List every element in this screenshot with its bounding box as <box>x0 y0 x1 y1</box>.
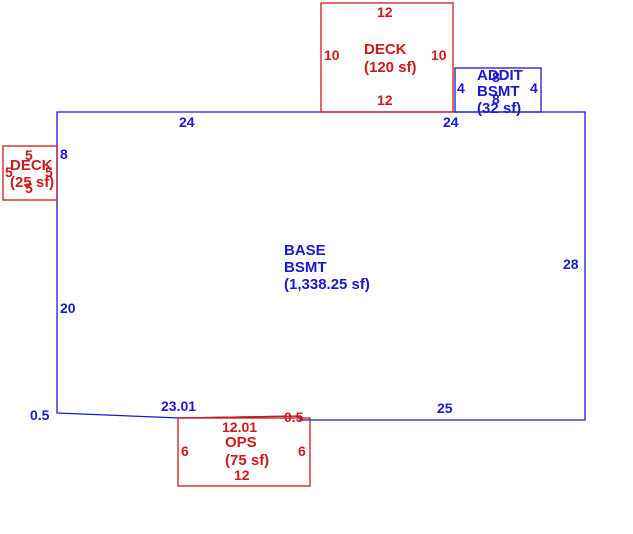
ops-dim-right: 6 <box>298 443 306 459</box>
addit-dim-bottom: 8 <box>492 91 500 107</box>
ops-dim-bottom: 12 <box>234 467 250 483</box>
addit-dim-left: 4 <box>457 80 465 96</box>
base-dim-bottom: 25 <box>437 400 453 416</box>
deck-left-name: DECK <box>10 157 53 174</box>
base-name-line2: BSMT <box>284 259 327 276</box>
addit-name-line1: ADDIT <box>477 67 523 84</box>
base-dim-right: 28 <box>563 256 579 272</box>
deck-top-area-label: (120 sf) <box>364 59 417 76</box>
addit-dim-right: 4 <box>530 80 538 96</box>
base-dim-left-upper: 8 <box>60 146 68 162</box>
base-dim-left-lower: 20 <box>60 300 76 316</box>
deck-top-name: DECK <box>364 41 407 58</box>
base-area-label: (1,338.25 sf) <box>284 276 370 293</box>
deck-top-outline <box>320 2 454 113</box>
base-dim-notch: 12.01 <box>222 419 257 435</box>
deck-top-dim-bottom: 12 <box>377 92 393 108</box>
deck-left-dim-bottom: 5 <box>25 180 33 196</box>
ops-notch-line <box>179 415 301 419</box>
base-dim-bottom-left: 23.01 <box>161 398 196 414</box>
ops-area-label: (75 sf) <box>225 452 269 469</box>
deck-left-area-label: (25 sf) <box>10 174 54 191</box>
deck-top-dim-left: 10 <box>324 47 340 63</box>
ops-name: OPS <box>225 434 257 451</box>
deck-top-dim-right: 10 <box>431 47 447 63</box>
deck-left-dim-right: 5 <box>45 164 53 180</box>
ops-outline <box>177 417 311 487</box>
deck-left-outline <box>2 145 58 201</box>
base-dim-top-left: 24 <box>179 114 195 130</box>
deck-left-dim-top: 5 <box>25 147 33 163</box>
deck-left-dim-left: 5 <box>5 164 13 180</box>
base-name-line1: BASE <box>284 242 326 259</box>
base-dim-step-left: 0.5 <box>30 407 50 423</box>
base-dim-top-right: 24 <box>443 114 459 130</box>
addit-dim-top: 8 <box>492 69 500 85</box>
deck-top-dim-top: 12 <box>377 4 393 20</box>
addit-bsmt-outline <box>454 67 542 113</box>
addit-area-label: (32 sf) <box>477 100 521 117</box>
ops-dim-left: 6 <box>181 443 189 459</box>
base-dim-step-right: 0.5 <box>284 409 304 425</box>
addit-name-line2: BSMT <box>477 83 520 100</box>
